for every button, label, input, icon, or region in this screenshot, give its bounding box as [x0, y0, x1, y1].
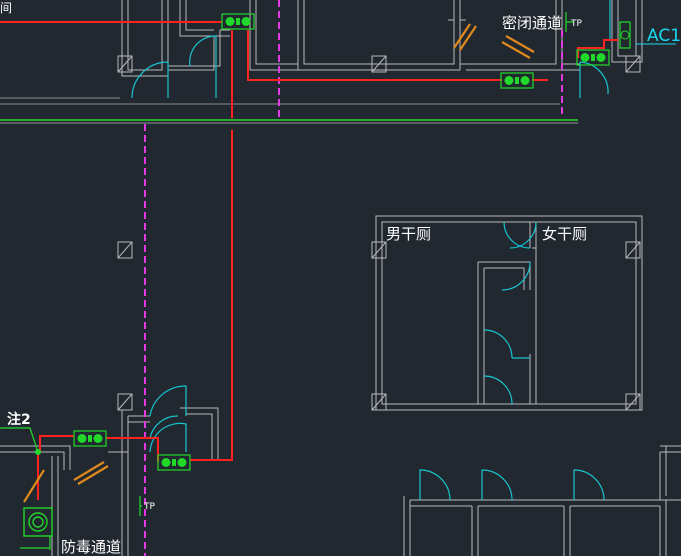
device-boxes: [73, 13, 610, 471]
orange-marker-top-right: [501, 35, 535, 59]
orange-marker-top-mid: [453, 23, 477, 51]
wall-top-left-stub: [168, 29, 230, 71]
column-3: [625, 55, 641, 73]
door-decon-small: [149, 415, 179, 439]
power-top-run: [247, 30, 502, 81]
wall-stalls-top: [403, 496, 681, 556]
column-1: [117, 55, 133, 73]
door-stall-3: [573, 469, 605, 501]
column-4: [117, 241, 133, 259]
wall-toilet-inner: [478, 261, 531, 290]
note-dot: [35, 449, 41, 455]
column-7: [117, 393, 133, 411]
outlet-icon: [157, 454, 191, 471]
column-6: [625, 241, 641, 259]
columns: [117, 55, 641, 411]
label-ac-tag: AC1: [647, 26, 681, 46]
door-decon-mid: [149, 422, 187, 453]
door-toilet-inner: [501, 261, 531, 291]
fan-leader: [20, 536, 51, 550]
wall-decon-left: [51, 456, 59, 556]
wall-decon-room: [180, 407, 219, 460]
orange-markers: [23, 23, 535, 503]
wall-toilet-corridor-right: [529, 248, 537, 404]
wall-decon-top: [0, 445, 71, 470]
label-note: 注2: [7, 411, 31, 428]
wall-decon-mid: [121, 410, 129, 556]
outlet-icon: [500, 72, 534, 89]
column-9: [625, 393, 641, 411]
door-top-mid: [189, 35, 217, 98]
door-corridor-upper: [483, 329, 530, 359]
note-leader: [0, 427, 39, 453]
tp-tag-top: TP: [570, 19, 582, 29]
label-decon-passage: 防毒通道: [61, 538, 121, 556]
label-airlock-passage: 密闭通道: [502, 14, 562, 32]
ac-lamp-icon: [620, 30, 630, 40]
outlet-icon: [73, 430, 107, 447]
fan-icon: [23, 507, 53, 537]
door-corridor-lower: [483, 375, 513, 405]
label-mens-toilet: 男干厕: [386, 225, 431, 243]
door-mens: [503, 221, 531, 249]
green-leaders: [0, 12, 631, 550]
label-womens-toilet: 女干厕: [542, 225, 587, 243]
tp-top-bracket: [565, 12, 574, 32]
wall-decon-stub: [128, 415, 150, 423]
wall-passage: [460, 0, 563, 71]
door-top-left: [131, 61, 169, 99]
door-top-right: [579, 61, 609, 98]
power-lines: [0, 21, 618, 500]
door-stall-1: [419, 469, 451, 501]
power-top-right: [577, 39, 618, 58]
tp-bottom-bracket: [139, 496, 142, 516]
column-2: [371, 55, 387, 73]
doors: [131, 0, 611, 501]
door-decon-top: [149, 385, 187, 417]
tp-tag-bottom: TP: [143, 502, 155, 512]
door-stall-2: [481, 469, 513, 501]
wall-toilets-outer: [375, 215, 643, 411]
power-main-vertical: [190, 130, 233, 461]
door-womens: [509, 221, 537, 249]
power-bottom-link: [106, 437, 159, 462]
wall-stalls-dividers: [471, 500, 667, 556]
wall-top-left-room: [121, 0, 169, 77]
column-5: [371, 241, 387, 259]
dashed-lines: [144, 0, 563, 556]
wall-top-mid: [249, 0, 298, 71]
wall-top-inner: [179, 0, 214, 37]
wall-toilet-corridor-left: [477, 262, 485, 404]
ac-box: [619, 21, 631, 49]
wall-stalls-right: [659, 445, 681, 500]
wall-central-room: [297, 0, 461, 71]
outlet-icon: [221, 13, 255, 30]
outlet-icon: [576, 49, 610, 66]
orange-marker-bottom-left: [23, 469, 45, 503]
orange-marker-bottom-mid: [73, 461, 109, 485]
green-band: [0, 119, 578, 124]
column-8: [371, 393, 387, 411]
label-top-left: 间: [0, 1, 12, 15]
wall-central-partition: [448, 19, 466, 64]
